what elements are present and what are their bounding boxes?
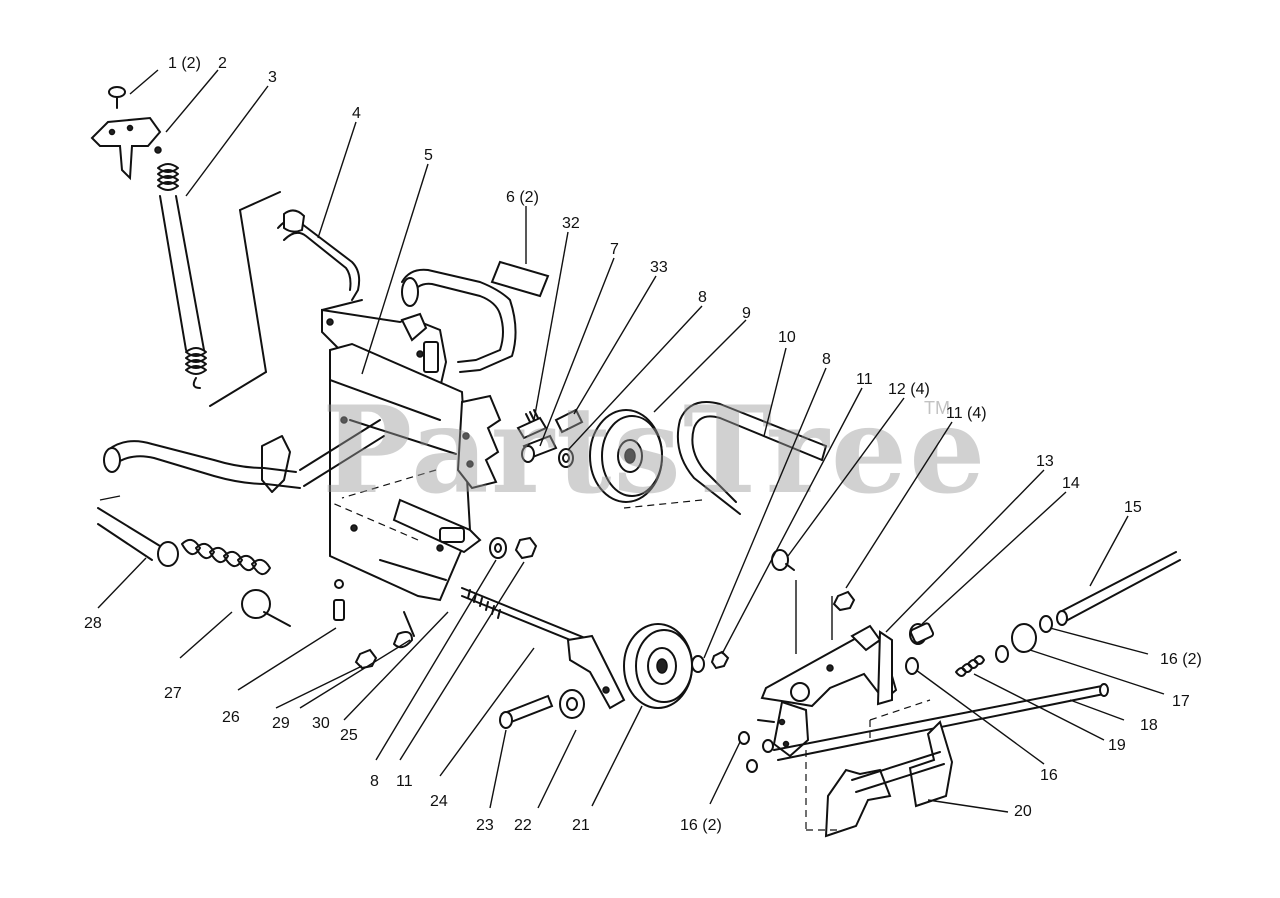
drive-pulley-part [623, 623, 693, 709]
pin-part [333, 579, 345, 621]
callout-1: 1 (2) [168, 55, 201, 72]
callout-30: 30 [312, 715, 330, 732]
callout-32: 32 [562, 215, 580, 232]
watermark: PartsTree TM [322, 380, 987, 521]
callout-6: 6 (2) [506, 189, 539, 206]
callout-28: 28 [84, 615, 102, 632]
callout-11-four: 11 (4) [946, 405, 987, 422]
idler-arm-part [392, 498, 482, 554]
callout-16: 16 [1040, 767, 1058, 784]
decal-part [490, 260, 550, 298]
leader-lines [97, 69, 1165, 813]
callout-3: 3 [268, 69, 277, 86]
screw-part [108, 86, 126, 109]
callout-33: 33 [650, 259, 668, 276]
callout-4: 4 [352, 105, 361, 122]
callout-14: 14 [1062, 475, 1080, 492]
bolt-part [516, 408, 584, 463]
callout-2: 2 [218, 55, 227, 72]
callout-8-upper: 8 [698, 289, 707, 306]
phantom-lines [329, 469, 931, 831]
callout-11-upper: 11 [856, 371, 873, 388]
right-bracket-part [760, 580, 898, 758]
callout-18: 18 [1140, 717, 1158, 734]
callout-11-lower: 11 [396, 773, 413, 790]
washer-nut-part [489, 536, 538, 560]
callout-20: 20 [1014, 803, 1032, 820]
nut-part [354, 648, 378, 670]
spacer-part [559, 689, 585, 719]
rod-part [277, 209, 361, 301]
grip-part [97, 495, 179, 567]
lever-arms-part [824, 720, 954, 838]
callout-21: 21 [572, 817, 590, 834]
callout-16-two-left: 16 (2) [680, 817, 722, 834]
callout-10: 10 [778, 329, 796, 346]
idler-pulley-part [589, 409, 663, 503]
callout-5: 5 [424, 147, 433, 164]
callout-15: 15 [1124, 499, 1142, 516]
bracket-part [90, 116, 162, 181]
grip-spring-part [181, 538, 291, 627]
callout-8-middle: 8 [822, 351, 831, 368]
callout-24: 24 [430, 793, 448, 810]
parts-drawing [90, 86, 1181, 838]
spring-part [157, 163, 281, 407]
callout-labels: 1 (2) 2 3 4 5 6 (2) 32 7 33 8 9 10 8 11 … [84, 55, 1202, 834]
callout-27: 27 [164, 685, 182, 702]
callout-19: 19 [1108, 737, 1126, 754]
threaded-rod-part [461, 587, 626, 710]
callout-7: 7 [610, 241, 619, 258]
callout-29: 29 [272, 715, 290, 732]
callout-16-two-right: 16 (2) [1160, 651, 1202, 668]
watermark-brand: PartsTree [322, 380, 987, 521]
cam-plate-part [456, 394, 502, 490]
shaft-part [909, 551, 1181, 677]
washer-part [558, 448, 574, 468]
watermark-trademark: TM [924, 398, 950, 418]
belt-part [676, 401, 827, 515]
callout-25: 25 [340, 727, 358, 744]
callout-12: 12 (4) [888, 381, 930, 398]
callout-8-lower: 8 [370, 773, 379, 790]
callout-13: 13 [1036, 453, 1054, 470]
callout-23: 23 [476, 817, 494, 834]
callout-9: 9 [742, 305, 751, 322]
callout-17: 17 [1172, 693, 1190, 710]
clip-part [393, 611, 415, 649]
callout-22: 22 [514, 817, 532, 834]
handle-part [321, 268, 517, 373]
pedal-rod-part [103, 435, 301, 493]
long-bolt-part [499, 694, 554, 729]
callout-26: 26 [222, 709, 240, 726]
